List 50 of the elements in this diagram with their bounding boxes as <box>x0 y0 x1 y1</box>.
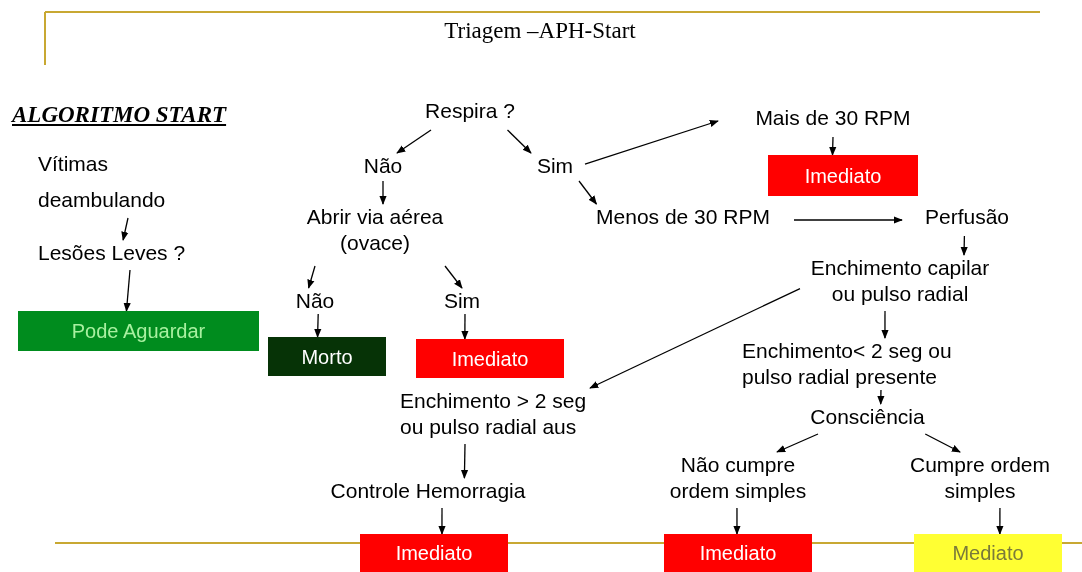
arrow <box>123 269 131 312</box>
arrow <box>396 129 432 154</box>
triage-category-box: Pode Aguardar <box>18 311 259 351</box>
arrow <box>877 389 885 405</box>
arrow <box>584 120 719 165</box>
flow-step-text: Cumpre ordem simples <box>905 452 1055 508</box>
arrow <box>578 180 598 205</box>
arrow <box>776 433 819 453</box>
flow-step-text: Vítimas deambulando <box>38 146 238 218</box>
arrow <box>438 507 446 535</box>
arrow <box>924 433 961 453</box>
flow-step-text: Sim <box>525 153 585 181</box>
arrow <box>314 313 322 338</box>
flow-step-text: Enchimento > 2 seg ou pulso radial aus <box>400 388 600 444</box>
algorithm-heading: ALGORITMO START <box>12 102 227 128</box>
arrow <box>444 265 463 289</box>
flow-step-text: Lesões Leves ? <box>38 240 268 270</box>
triage-category-box: Imediato <box>360 534 508 572</box>
flow-step-text: Mais de 30 RPM <box>718 105 948 137</box>
flow-step-text: Abrir via aérea (ovace) <box>275 204 475 266</box>
arrow <box>307 265 316 289</box>
triage-category-box: Morto <box>268 337 386 376</box>
arrow <box>829 136 837 156</box>
arrow <box>461 313 469 340</box>
slide-title: Triagem –APH-Start <box>443 18 637 44</box>
flow-step-text: Sim <box>432 288 492 314</box>
triage-category-box: Imediato <box>416 339 564 378</box>
flow-step-text: Controle Hemorragia <box>288 478 568 508</box>
arrow <box>506 129 532 154</box>
triage-category-box: Mediato <box>914 534 1062 572</box>
arrow <box>379 180 387 205</box>
triage-category-box: Imediato <box>768 155 918 196</box>
triage-category-box: Imediato <box>664 534 812 572</box>
arrow <box>960 235 968 256</box>
arrow <box>793 216 903 224</box>
flow-step-text: Respira ? <box>395 98 545 130</box>
flow-step-text: Não cumpre ordem simples <box>663 452 813 508</box>
arrow <box>996 507 1004 535</box>
flow-step-text: Perfusão <box>902 204 1032 236</box>
arrow <box>121 217 129 241</box>
arrow <box>460 443 469 479</box>
flow-step-text: Não <box>283 288 347 314</box>
flow-step-text: Enchimento< 2 seg ou pulso radial presente <box>742 338 964 390</box>
arrow <box>733 507 741 535</box>
arrow <box>881 310 889 339</box>
flow-step-text: Não <box>348 153 418 181</box>
flow-step-text: Enchimento capilar ou pulso radial <box>800 255 1000 311</box>
arrow <box>589 287 801 389</box>
flow-step-text: Consciência <box>785 404 950 434</box>
flow-step-text: Menos de 30 RPM <box>572 204 794 236</box>
